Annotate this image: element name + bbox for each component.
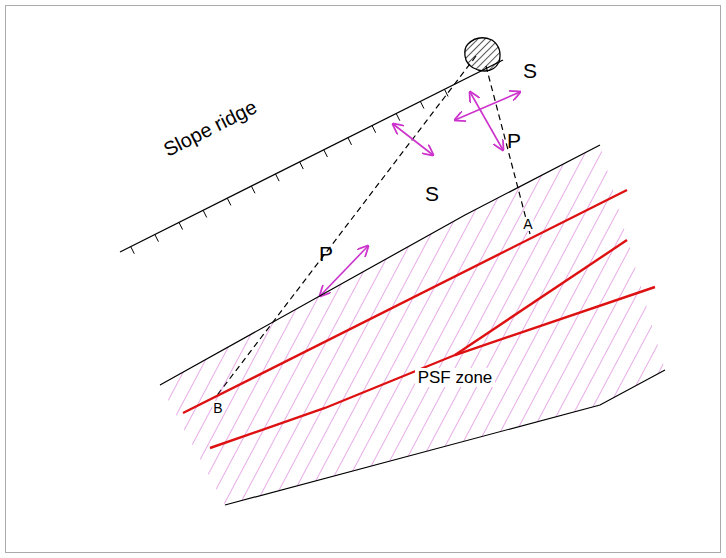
slope-ridge-line	[120, 60, 503, 252]
point-label: A	[522, 217, 533, 231]
wave-label: S	[425, 183, 439, 204]
point-label: B	[212, 401, 223, 415]
ridge-ticks	[131, 89, 448, 253]
frame	[6, 6, 721, 553]
rock-block	[465, 38, 500, 71]
wave-label: P	[319, 243, 333, 264]
zone-label: PSF zone	[415, 368, 496, 387]
wave-label: P	[507, 130, 521, 151]
ridge-label: Slope ridge	[160, 96, 259, 159]
fault-zone-band: PSF zone	[150, 140, 680, 515]
zone-outline	[150, 140, 680, 515]
wave-label: S	[523, 60, 537, 81]
